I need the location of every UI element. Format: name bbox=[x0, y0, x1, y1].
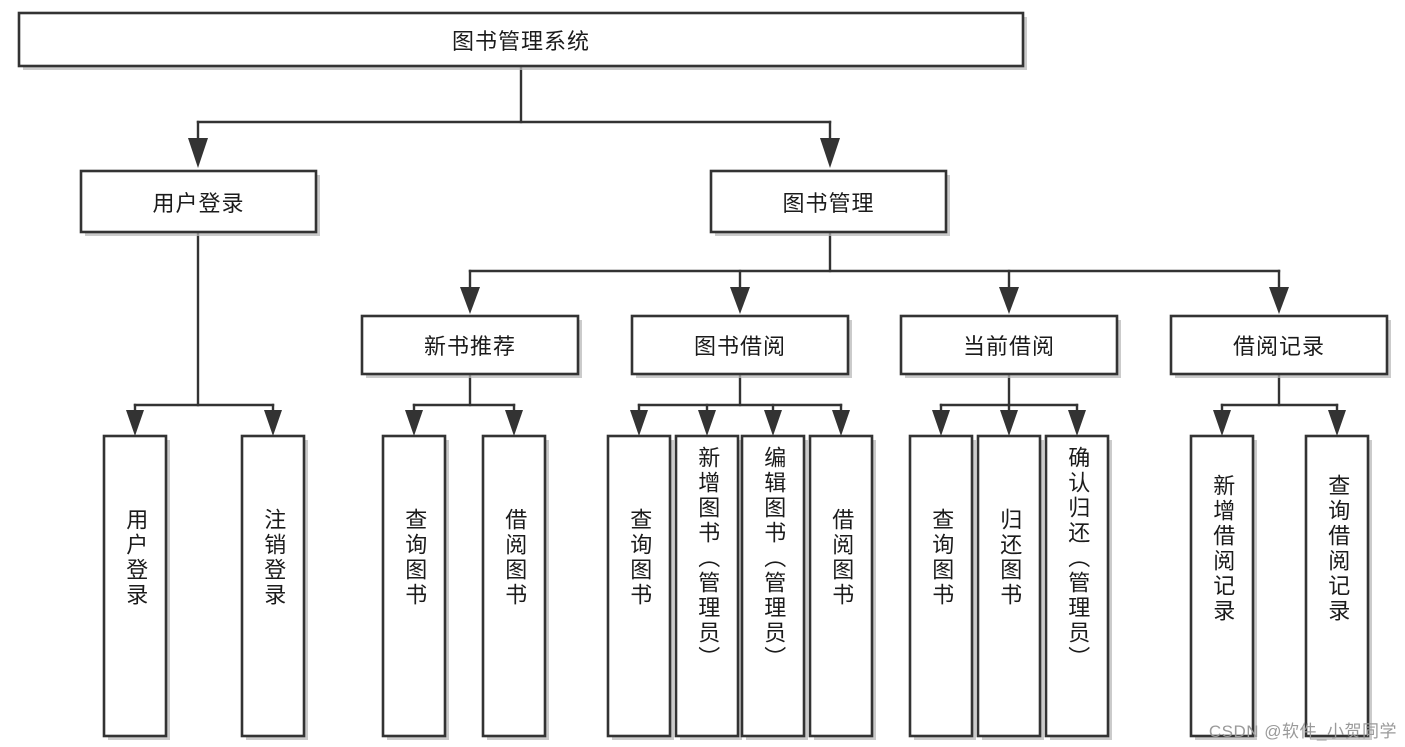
node-user-login-box[interactable] bbox=[79, 169, 318, 234]
leaf-ul-1-box[interactable] bbox=[102, 434, 168, 738]
connectors-borrow-record-to-leaves bbox=[1213, 372, 1346, 436]
connectors-book-manage-to-level3 bbox=[460, 230, 1289, 314]
arrow-leaf-user-login bbox=[126, 410, 144, 436]
arrow-nb-leaf-1 bbox=[405, 410, 423, 436]
node-book-manage-box[interactable] bbox=[709, 169, 948, 234]
leaf-cb-1-box[interactable] bbox=[908, 434, 974, 738]
arrow-cb-leaf-3 bbox=[1068, 410, 1086, 436]
connectors-root-to-level2 bbox=[188, 64, 840, 168]
arrow-borrow-record bbox=[1269, 287, 1289, 314]
csdn-watermark: CSDN @软件_小贺同学 bbox=[1208, 722, 1397, 741]
arrow-br-leaf-1 bbox=[1213, 410, 1231, 436]
arrow-user-login bbox=[188, 138, 208, 168]
arrow-current-borrow bbox=[999, 287, 1019, 314]
arrow-cb-leaf-2 bbox=[1000, 410, 1018, 436]
leaf-br-1-box[interactable] bbox=[1189, 434, 1255, 738]
arrow-leaf-logout bbox=[264, 410, 282, 436]
connectors-user-login-to-leaves bbox=[126, 230, 282, 436]
leaf-bb-2-box[interactable] bbox=[674, 434, 740, 738]
arrow-bb-leaf-2 bbox=[698, 410, 716, 436]
arrow-br-leaf-2 bbox=[1328, 410, 1346, 436]
node-new-book-box[interactable] bbox=[360, 314, 580, 376]
leaf-cb-3-box[interactable] bbox=[1044, 434, 1110, 738]
leaf-nb-2-box[interactable] bbox=[481, 434, 547, 738]
leaf-bb-1-box[interactable] bbox=[606, 434, 672, 738]
arrow-book-borrow bbox=[730, 287, 750, 314]
leaf-ul-2-box[interactable] bbox=[240, 434, 306, 738]
arrow-bb-leaf-1 bbox=[630, 410, 648, 436]
leaf-bb-3-box[interactable] bbox=[740, 434, 806, 738]
connectors-current-borrow-to-leaves bbox=[932, 372, 1086, 436]
node-book-borrow-box[interactable] bbox=[630, 314, 850, 376]
node-borrow-record-box[interactable] bbox=[1169, 314, 1389, 376]
node-current-borrow-box[interactable] bbox=[899, 314, 1119, 376]
arrow-book-manage bbox=[820, 138, 840, 168]
arrow-bb-leaf-3 bbox=[764, 410, 782, 436]
connectors-book-borrow-to-leaves bbox=[630, 372, 850, 436]
node-root-box[interactable] bbox=[17, 11, 1025, 68]
arrow-nb-leaf-2 bbox=[505, 410, 523, 436]
leaf-bb-4-box[interactable] bbox=[808, 434, 874, 738]
leaf-br-2-box[interactable] bbox=[1304, 434, 1370, 738]
arrow-cb-leaf-1 bbox=[932, 410, 950, 436]
leaf-nb-1-box[interactable] bbox=[381, 434, 447, 738]
leaf-cb-2-box[interactable] bbox=[976, 434, 1042, 738]
connectors-new-book-to-leaves bbox=[405, 372, 523, 436]
arrow-new-book bbox=[460, 287, 480, 314]
arrow-bb-leaf-4 bbox=[832, 410, 850, 436]
